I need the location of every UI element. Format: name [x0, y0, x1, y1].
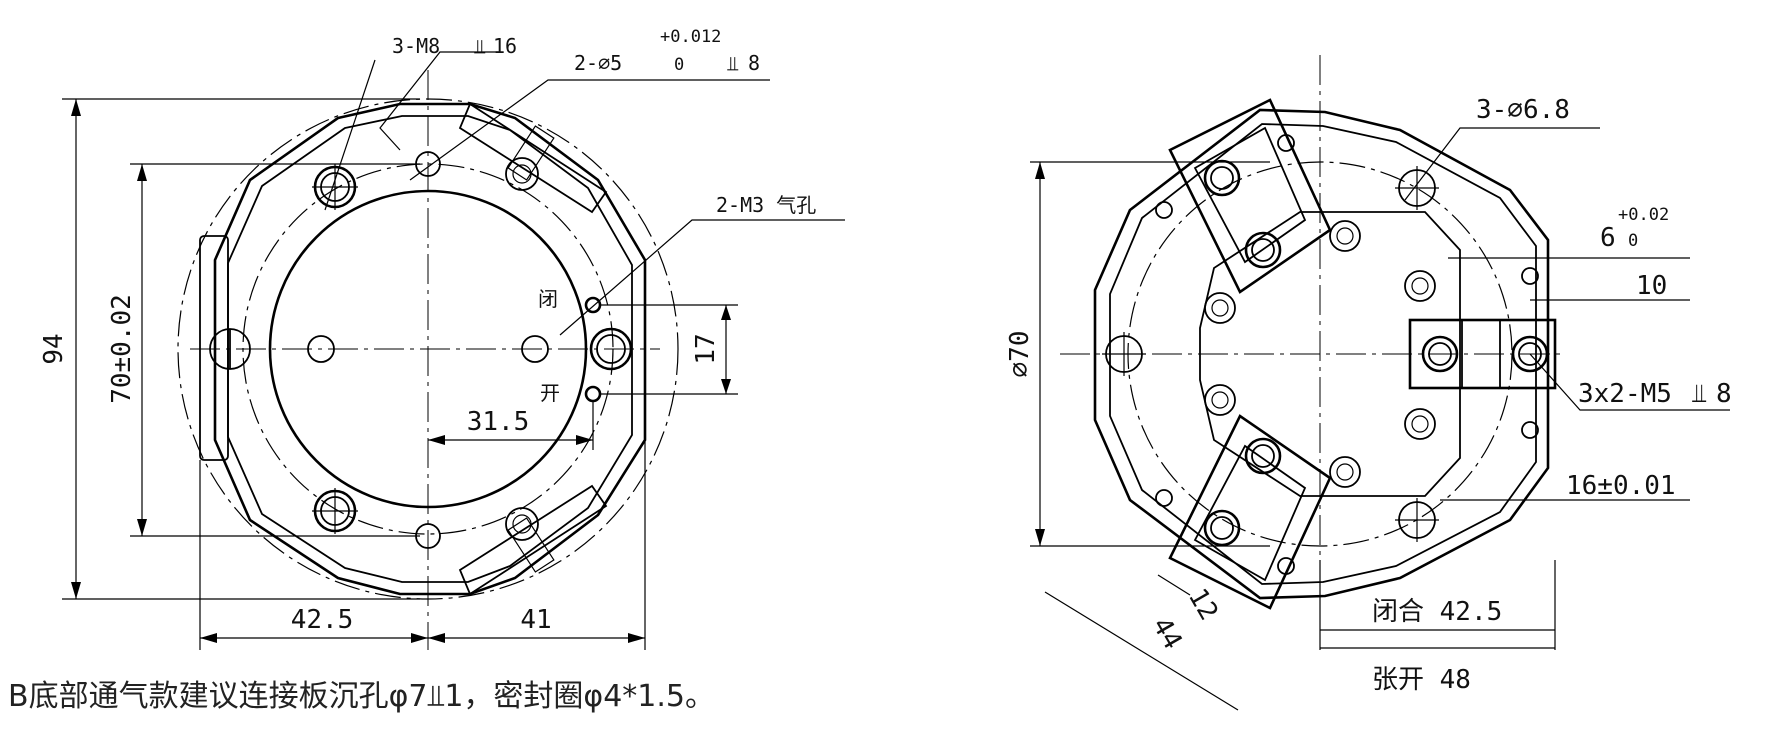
slot-tol-lower: 0 — [1628, 231, 1638, 251]
thread-callout: 3x2-M5 — [1578, 379, 1672, 409]
thread-depth-symbol: ⫫ — [1691, 379, 1707, 409]
dim-31-5: 31.5 — [467, 407, 530, 437]
m5-hole-bottom-1 — [1244, 437, 1282, 475]
right-body-inner-outline — [1109, 123, 1537, 585]
plate-hole — [1329, 456, 1361, 488]
dim-12: 12 — [1182, 584, 1224, 626]
dim-open-stroke: 张开 48 — [1372, 665, 1471, 695]
slot-depth: 10 — [1636, 271, 1667, 301]
dim-94: 94 — [39, 333, 69, 364]
plate-hole — [1404, 408, 1436, 440]
label-close: 闭 — [538, 287, 558, 311]
dia-6-8-hole — [1395, 166, 1439, 210]
jaw-hole-top — [505, 157, 539, 191]
m8-hole-top — [312, 164, 358, 210]
air-port-open — [584, 385, 602, 403]
pin-tol-upper: +0.012 — [660, 27, 721, 47]
m8-hole-bottom — [312, 488, 358, 534]
left-view: 3-M8 ⫫ 16 2-⌀5 +0.012 0 ⫫ 8 2-M3 气孔 闭 开 … — [39, 27, 845, 650]
plate-hole — [1204, 292, 1236, 324]
right-view: 3-⌀6.8 6 +0.02 0 10 3x2-M5 ⫫ 8 16±0.01 ⌀… — [1005, 55, 1732, 711]
m8-leader — [379, 51, 500, 151]
inner-hole-left — [307, 335, 335, 363]
bottom-note: B底部通气款建议连接板沉孔φ7⫫1，密封圈φ4*1.5。 — [8, 679, 715, 714]
pin-depth-symbol: ⫫ — [726, 51, 738, 75]
left-side-tab — [199, 235, 229, 461]
plate-hole — [1204, 384, 1236, 416]
dim-closed-stroke: 闭合 42.5 — [1372, 597, 1502, 627]
m5-hole-right-2 — [1511, 335, 1549, 373]
jaw-hole-bottom — [505, 507, 539, 541]
left-center-bore — [268, 189, 588, 509]
small-hole — [1155, 201, 1173, 219]
m8-callout: 3-M8 — [392, 34, 440, 58]
m8-depth: 16 — [493, 34, 517, 58]
holes-leader — [1404, 127, 1600, 201]
small-hole — [1277, 557, 1295, 575]
dim-dia-70: ⌀70 — [1005, 331, 1035, 378]
left-bolt-circle — [242, 163, 614, 535]
right-body-outline — [1093, 108, 1550, 600]
plate-hole — [1404, 270, 1436, 302]
jaw-bottom — [1168, 414, 1332, 610]
dim-line-44 — [1044, 591, 1239, 711]
left-top-jaw — [458, 102, 608, 214]
dim-42-5: 42.5 — [291, 605, 354, 635]
thread-leader — [1529, 353, 1730, 411]
slot-width: 6 — [1600, 223, 1616, 253]
air-leader — [559, 219, 845, 336]
dia-6-8-hole — [1102, 332, 1146, 376]
left-bottom-jaw — [458, 484, 608, 596]
thread-depth: 8 — [1716, 379, 1732, 409]
m8-depth-symbol: ⫫ — [473, 34, 485, 58]
slot-tol-upper: +0.02 — [1618, 205, 1669, 225]
air-callout: 2-M3 气孔 — [716, 193, 816, 217]
dim-line-12 — [1157, 574, 1191, 596]
pin-depth: 8 — [748, 51, 760, 75]
pin-leader — [409, 79, 770, 181]
pin-callout: 2-⌀5 — [574, 51, 622, 75]
small-hole — [1277, 134, 1295, 152]
left-top-jaw-slot — [507, 125, 555, 181]
label-open: 开 — [540, 381, 560, 405]
left-body-outline — [213, 102, 647, 596]
m5-hole-top-1 — [1203, 159, 1241, 197]
small-hole — [1521, 267, 1539, 285]
left-bottom-jaw-slot — [507, 517, 555, 573]
m8-leader-line — [324, 59, 376, 211]
left-envelope-circle — [177, 98, 679, 600]
m8-hole-right — [589, 327, 633, 371]
dim-70: 70±0.02 — [107, 294, 137, 404]
inner-hole-right — [521, 335, 549, 363]
jaw-spacing: 16±0.01 — [1566, 471, 1676, 501]
dia-6-8-hole — [1395, 498, 1439, 542]
small-hole — [1521, 421, 1539, 439]
holes-callout: 3-⌀6.8 — [1476, 95, 1570, 125]
dim-41: 41 — [520, 605, 551, 635]
plate-hole — [1329, 220, 1361, 252]
small-hole — [1155, 489, 1173, 507]
m5-hole-right-1 — [1421, 335, 1459, 373]
pin-tol-lower: 0 — [674, 55, 684, 75]
dim-44: 44 — [1146, 613, 1188, 655]
dim-17: 17 — [691, 333, 721, 364]
jaw-top — [1168, 98, 1332, 294]
m5-hole-bottom-2 — [1203, 509, 1241, 547]
m5-hole-top-2 — [1244, 231, 1282, 269]
jaw-right — [1408, 318, 1557, 390]
